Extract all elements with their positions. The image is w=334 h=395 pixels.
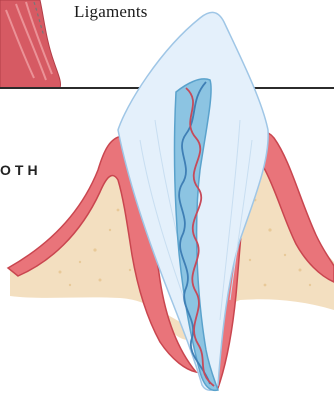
tooth-section-label: OTH — [0, 160, 42, 180]
ligament-tissue-inset — [0, 0, 61, 88]
ligaments-label: Ligaments — [74, 0, 148, 24]
